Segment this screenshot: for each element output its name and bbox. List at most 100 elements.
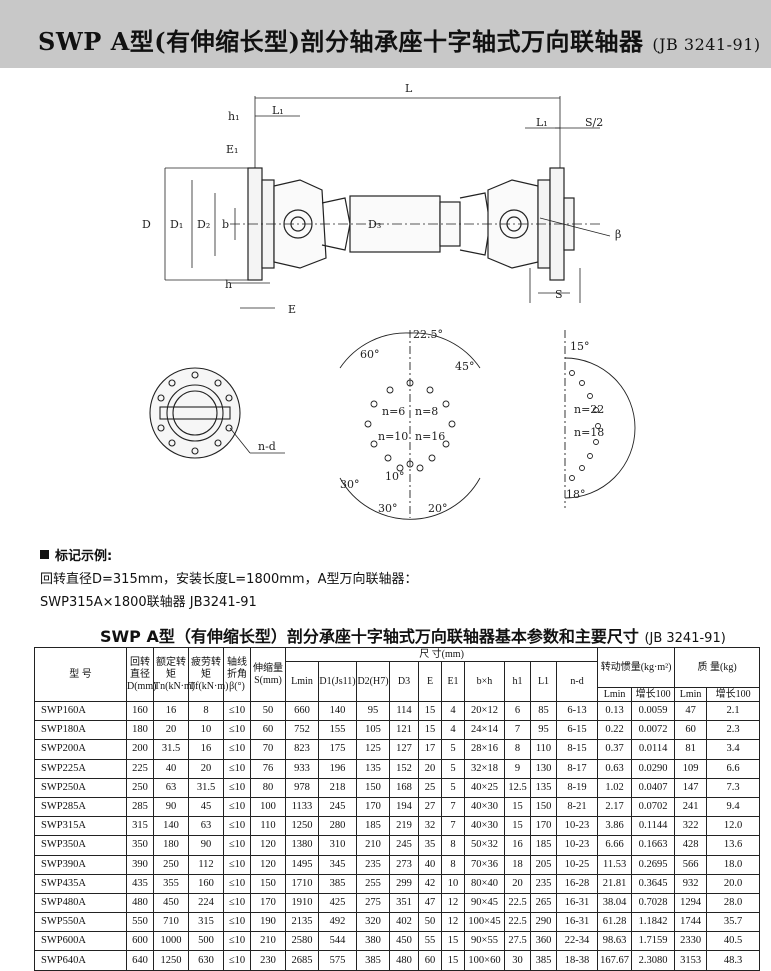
table-cell: 350: [126, 835, 154, 856]
table-cell: 40: [418, 854, 442, 875]
table-cell: 290: [530, 912, 557, 933]
angle-30-left: 30°: [340, 478, 360, 491]
model-cell: SWP480A: [34, 892, 127, 914]
table-cell: 47: [674, 700, 708, 722]
dim-label-E1: E₁: [226, 143, 238, 156]
table-cell: 6.6: [706, 758, 761, 779]
table-cell: 28.0: [706, 892, 761, 914]
table-cell: 630: [188, 950, 224, 971]
table-cell: 16: [153, 700, 189, 722]
table-cell: 4: [441, 720, 465, 741]
marking-example: 标记示例: 回转直径D=315mm，安装长度L=1800mm，A型万向联轴器： …: [40, 545, 417, 610]
table-cell: 22-34: [555, 931, 599, 952]
dim-label-D2: D₂: [197, 218, 210, 231]
th-nd: n-d: [555, 661, 599, 702]
table-cell: 90: [188, 835, 224, 856]
table-cell: 110: [530, 739, 557, 760]
table-cell: 63: [153, 777, 189, 798]
table-cell: 6-15: [555, 720, 599, 741]
table-cell: 235: [356, 854, 390, 875]
table-cell: 180: [153, 835, 189, 856]
table-cell: 0.13: [597, 700, 633, 722]
table-cell: 125: [356, 739, 390, 760]
table-cell: 12.5: [504, 777, 531, 798]
table-cell: 50: [418, 912, 442, 933]
table-cell: 47: [418, 892, 442, 914]
table-cell: 147: [674, 777, 708, 798]
dim-label-D: D: [142, 218, 151, 231]
table-cell: 351: [389, 892, 419, 914]
th-Tf: 疲劳转矩Tf(kN·m): [188, 647, 228, 702]
table-cell: 2580: [285, 931, 319, 952]
table-title: SWP A型（有伸缩长型）剖分承座十字轴式万向联轴器基本参数和主要尺寸 (JB …: [100, 627, 726, 646]
bolt-pattern-diagram: [339, 330, 481, 520]
table-cell: 150: [250, 873, 286, 894]
model-cell: SWP390A: [34, 854, 127, 875]
th-h1: h1: [504, 661, 531, 702]
table-cell: 752: [285, 720, 319, 741]
table-cell: 31.5: [188, 777, 224, 798]
table-cell: 120: [250, 854, 286, 875]
marking-heading: 标记示例:: [40, 545, 417, 564]
label-n18: n=18: [574, 426, 604, 439]
table-cell: 63: [188, 816, 224, 837]
table-cell: 10: [188, 720, 224, 741]
dim-label-S2: S/2: [585, 116, 603, 129]
table-cell: 10-25: [555, 854, 599, 875]
bullet-square-icon: [40, 550, 49, 559]
table-cell: 110: [250, 816, 286, 837]
table-cell: 265: [530, 892, 557, 914]
table-cell: 3.4: [706, 739, 761, 760]
label-n16: n=16: [415, 430, 445, 443]
table-cell: 8-17: [555, 758, 599, 779]
table-cell: 0.1663: [631, 835, 676, 856]
table-cell: 544: [318, 931, 357, 952]
table-cell: 70×36: [464, 854, 505, 875]
th-Tn: 额定转矩Tn(kN·m): [153, 647, 195, 702]
dim-label-D1: D₁: [170, 218, 183, 231]
table-cell: 150: [530, 796, 557, 818]
table-cell: 28×16: [464, 739, 505, 760]
table-cell: 1133: [285, 796, 319, 818]
table-cell: ≤10: [223, 854, 251, 875]
table-cell: 168: [389, 777, 419, 798]
table-cell: 180: [126, 720, 154, 741]
flange-front-view: [149, 367, 285, 459]
table-cell: 185: [356, 816, 390, 837]
table-cell: ≤10: [223, 873, 251, 894]
table-cell: 1000: [153, 931, 189, 952]
th-mass: 质 量(kg): [674, 647, 761, 688]
table-cell: 40.5: [706, 931, 761, 952]
table-cell: 0.7028: [631, 892, 676, 914]
label-n8: n=8: [415, 405, 438, 418]
table-cell: 40×25: [464, 777, 505, 798]
table-cell: 320: [356, 912, 390, 933]
table-cell: 2685: [285, 950, 319, 971]
spec-table: 型 号 回转直径D(mm) 额定转矩Tn(kN·m) 疲劳转矩Tf(kN·m) …: [34, 647, 761, 971]
table-cell: 155: [318, 720, 357, 741]
table-cell: 225: [126, 758, 154, 779]
table-cell: 932: [674, 873, 708, 894]
table-cell: 76: [250, 758, 286, 779]
th-E1: E1: [441, 661, 465, 702]
table-cell: 15: [418, 700, 442, 722]
angle-60: 60°: [360, 348, 380, 361]
table-cell: 0.3645: [631, 873, 676, 894]
model-cell: SWP640A: [34, 950, 127, 971]
table-cell: 9.4: [706, 796, 761, 818]
table-cell: 5: [441, 739, 465, 760]
table-cell: 150: [356, 777, 390, 798]
table-cell: 245: [389, 835, 419, 856]
table-cell: 224: [188, 892, 224, 914]
table-cell: 219: [389, 816, 419, 837]
dim-label-D3: D₃: [368, 218, 381, 231]
table-cell: 385: [530, 950, 557, 971]
th-Lmin: Lmin: [285, 661, 319, 702]
